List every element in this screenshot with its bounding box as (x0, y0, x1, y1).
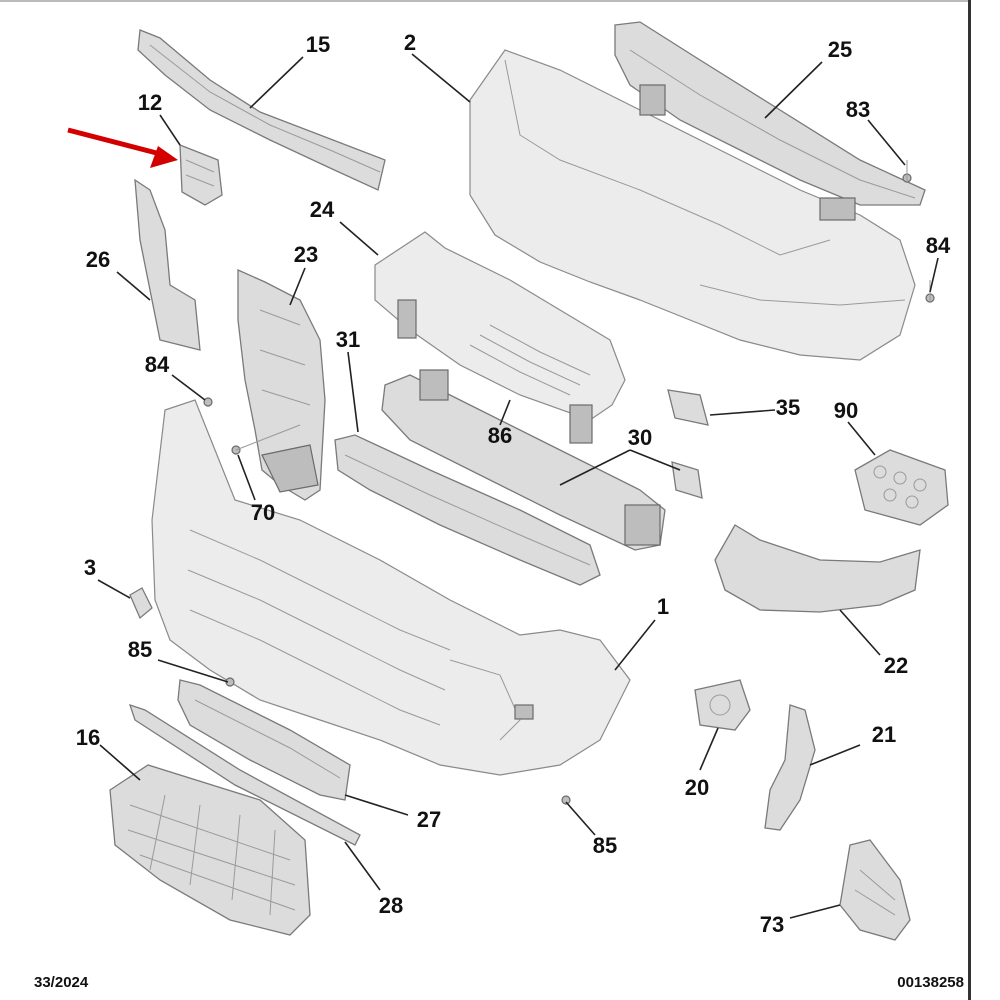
callout-86: 86 (488, 423, 512, 448)
part-70-fastener[interactable] (231, 424, 301, 455)
callout-70: 70 (251, 500, 275, 525)
callout-21: 21 (872, 722, 896, 747)
callout-12: 12 (138, 90, 162, 115)
part-85-screw-bottom[interactable] (561, 795, 571, 805)
callout-23: 23 (294, 242, 318, 267)
callout-85-bottom: 85 (593, 833, 617, 858)
part-15-trim-strip[interactable] (137, 29, 386, 191)
callout-labels: 15 2 25 12 83 26 24 23 84 84 31 86 35 90… (76, 30, 951, 937)
part-23-air-guide[interactable] (237, 268, 326, 501)
part-30-absorber-beam[interactable] (381, 369, 666, 551)
callout-20: 20 (685, 775, 709, 800)
red-arrow-indicator (67, 127, 178, 168)
callout-1: 1 (657, 594, 669, 619)
part-90-sensor-unit[interactable] (854, 449, 949, 526)
footer-date: 33/2024 (34, 974, 89, 991)
callout-30: 30 (628, 425, 652, 450)
part-35-clip[interactable] (667, 389, 709, 426)
part-84-screw-right[interactable] (925, 280, 935, 303)
callout-35: 35 (776, 395, 800, 420)
part-3-clip[interactable] (129, 587, 153, 620)
callout-90: 90 (834, 398, 858, 423)
callout-24: 24 (310, 197, 335, 222)
part-30-bracket-small[interactable] (671, 461, 703, 499)
part-20-lamp-bracket[interactable] (694, 679, 751, 731)
footer-reference: 00138258 (897, 974, 964, 991)
part-84-screw-left[interactable] (203, 397, 213, 407)
part-24-undertray[interactable] (374, 231, 626, 444)
part-26-side-bracket[interactable] (134, 178, 201, 351)
callout-16: 16 (76, 725, 100, 750)
part-2-bumper-cover[interactable] (469, 49, 916, 361)
callout-27: 27 (417, 807, 441, 832)
callout-26: 26 (86, 247, 110, 272)
callout-73: 73 (760, 912, 784, 937)
part-83-screw[interactable] (902, 160, 912, 183)
callout-3: 3 (84, 555, 96, 580)
part-27-lower-grille[interactable] (177, 679, 351, 801)
callout-85-left: 85 (128, 637, 152, 662)
callout-15: 15 (306, 32, 330, 57)
part-73-guard[interactable] (839, 839, 911, 941)
callout-25: 25 (828, 37, 852, 62)
callout-28: 28 (379, 893, 403, 918)
callout-84-left: 84 (145, 352, 170, 377)
callout-84-right: 84 (926, 233, 951, 258)
callout-83: 83 (846, 97, 870, 122)
part-16-lower-shield[interactable] (109, 764, 311, 936)
callout-22: 22 (884, 653, 908, 678)
part-31-crash-beam[interactable] (334, 434, 601, 586)
callout-31: 31 (336, 327, 360, 352)
part-22-side-trim[interactable] (714, 524, 921, 613)
callout-2: 2 (404, 30, 416, 55)
part-12-bracket[interactable] (179, 144, 223, 206)
part-21-side-support[interactable] (764, 704, 816, 831)
right-frame-line (968, 0, 971, 1000)
top-frame-line (0, 0, 970, 2)
leader-lines (97, 53, 939, 919)
part-28-lower-strip[interactable] (128, 703, 361, 846)
part-1-front-bumper[interactable] (151, 399, 631, 776)
